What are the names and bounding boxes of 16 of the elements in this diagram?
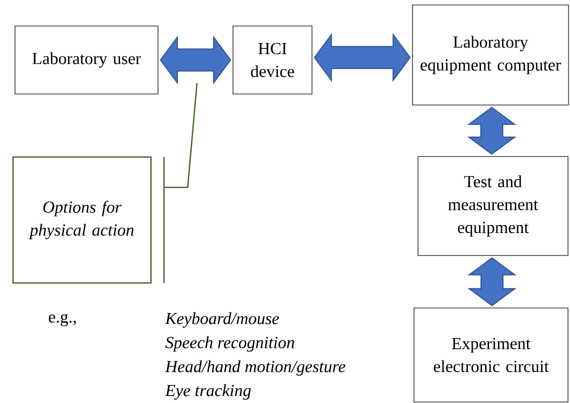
list-item: Keyboard/mouse — [165, 312, 279, 328]
process-box: Laboratory equipment computer — [412, 4, 569, 106]
process-box: Test and measurement equipment — [418, 156, 568, 256]
list-item: Eye tracking — [165, 384, 251, 400]
leader-line — [164, 82, 198, 188]
process-box: HCI device — [232, 26, 312, 94]
double-arrow — [314, 32, 411, 82]
double-arrow — [467, 257, 517, 306]
option-box: Options for physical action — [12, 156, 152, 284]
double-arrow — [160, 35, 232, 85]
list-item: Head/hand motion/gesture — [165, 360, 346, 376]
note-text: e.g., — [48, 314, 76, 326]
double-arrow — [467, 106, 516, 155]
process-box: Laboratory user — [14, 26, 158, 94]
process-box: Experiment electronic circuit — [414, 308, 568, 402]
list-item: Speech recognition — [165, 336, 294, 352]
